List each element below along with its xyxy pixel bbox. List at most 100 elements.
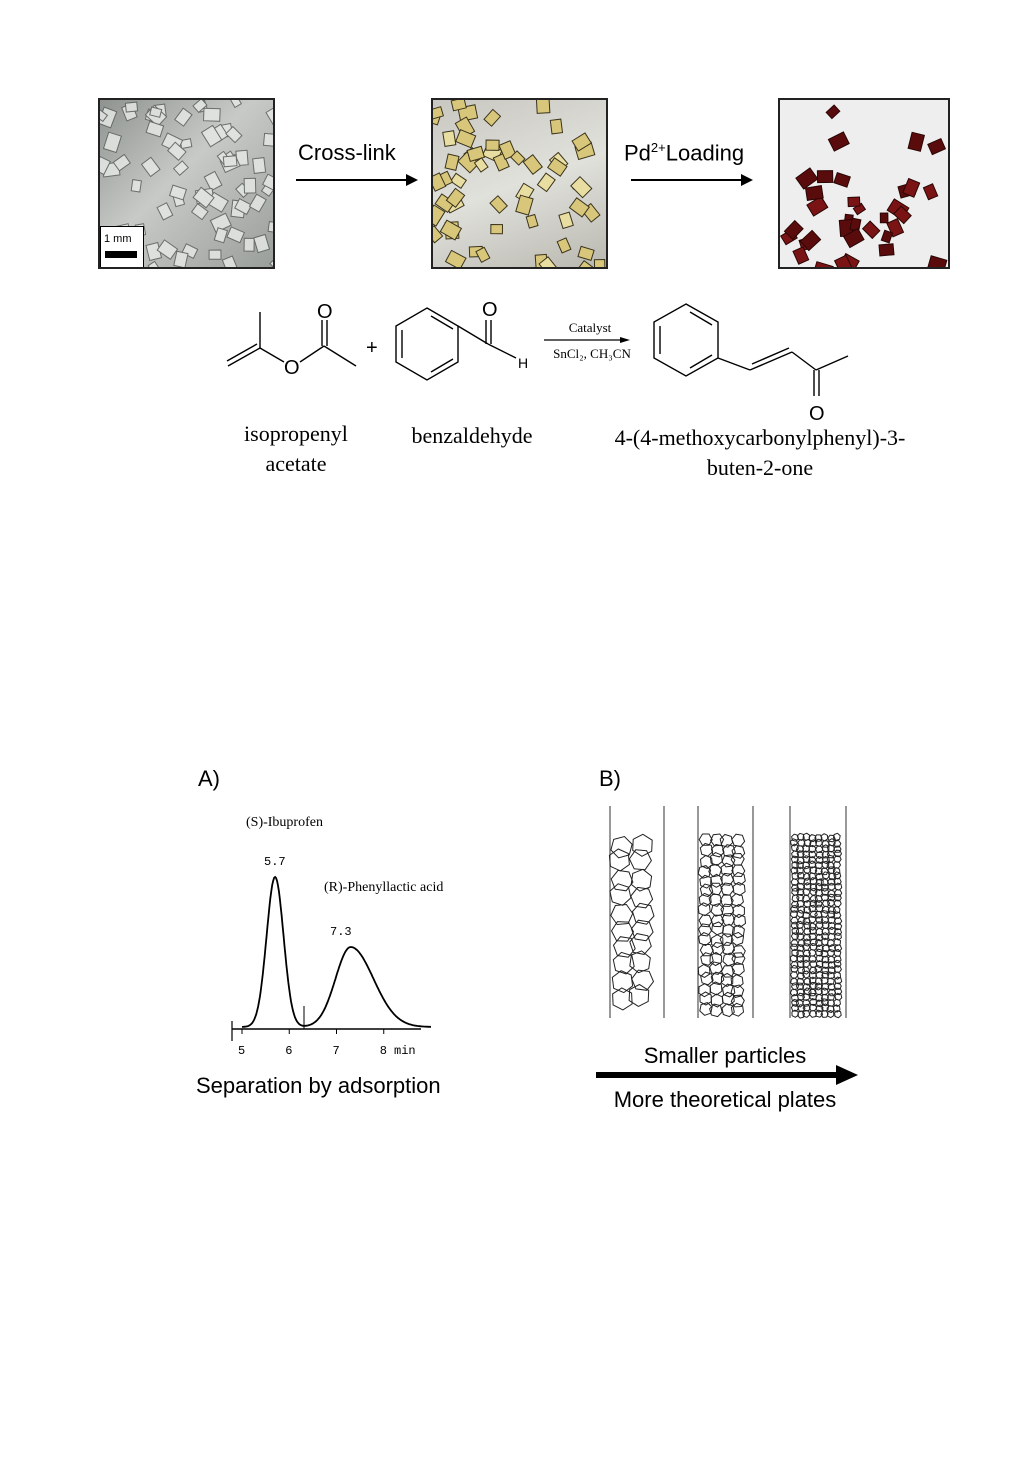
crystal [849,217,862,232]
particle [833,928,843,936]
crystal [102,131,123,154]
particle [797,1004,806,1012]
particle [733,913,747,928]
particle [709,951,723,967]
crystal [509,150,526,166]
crystal [262,173,273,191]
crystal [234,198,253,216]
x-tick-label: 7 [333,1044,340,1058]
particle [803,877,812,886]
particle [808,872,817,881]
particle [834,922,843,931]
crystal [547,157,568,177]
particle [612,951,635,975]
particle [833,971,842,980]
particle [796,871,805,880]
reaction-arrowhead [620,337,630,343]
particle [820,909,829,918]
particle [790,960,799,969]
particle [610,835,633,859]
conditions-label: SnCl₂, CH₃CN [553,346,631,361]
particle [629,933,652,955]
crystal [140,156,161,178]
particle [697,902,711,917]
particle [815,872,824,881]
crystal [433,106,445,120]
particle [608,848,630,872]
particle [803,899,812,909]
crystal [208,249,222,260]
particle [630,868,653,892]
product-line1: 4-(4-methoxycarbonylphenyl)-3- [614,425,906,450]
particle [710,903,725,917]
peak2-time-label: 7.3 [330,925,352,939]
crystal [536,172,556,193]
crystal [433,204,446,227]
scale-bar-label: 1 mm [104,233,132,245]
particle [711,934,724,949]
catalyst-label: Catalyst [569,320,612,335]
crystal [112,153,131,172]
crystal [434,193,456,214]
crystal [842,227,865,249]
crystal [100,155,111,176]
particle [721,1003,735,1018]
particle [826,850,836,859]
particle [719,933,734,946]
crystal [792,246,810,265]
particle [700,952,714,966]
particle [833,938,842,947]
particle [630,919,654,942]
scale-bar [105,251,137,258]
particle [791,850,800,859]
crystal [473,157,489,173]
crystal [570,175,593,199]
particle [815,916,824,924]
crystal [200,124,223,148]
crystal [825,104,841,120]
particle [821,921,830,930]
particle [790,883,800,892]
particle [821,960,830,970]
particle [790,921,799,930]
column-large-particles [608,806,665,1018]
crystal [783,219,804,241]
particle [827,921,836,931]
particle [720,965,736,978]
reactant1-name: isopropenyl acetate [216,419,376,479]
crystal [192,100,208,114]
particle [802,1009,811,1018]
crystal [230,100,242,109]
crystal [267,221,273,233]
crystal [100,106,118,129]
particle [797,1010,806,1019]
particle [721,912,736,926]
particle [802,993,811,1002]
particle [833,1010,842,1019]
crystal [449,172,467,189]
particle [631,902,655,925]
particle [826,854,835,863]
step1-arrow [296,174,418,186]
crystal [265,107,273,126]
particle [731,833,746,847]
chromatogram: (S)-Ibuprofen (R)-Phenyllactic acid 5.7 … [231,815,443,1058]
particle [814,861,823,870]
crystal [466,145,486,163]
particle [833,917,843,925]
crystal [253,233,271,254]
crystal [556,237,572,254]
particle [698,914,713,928]
particle [708,882,723,896]
crystal [172,160,190,177]
particle [820,993,829,1002]
crystal [907,131,926,152]
x-tick-label: 6 [285,1044,292,1058]
crystal [444,153,460,172]
particle [710,843,725,858]
crystal [221,255,238,267]
particle [796,988,805,997]
reaction-scheme: O O + O H Catalyst SnCl₂, CH₃CN O [226,299,849,425]
crystal [100,109,109,123]
